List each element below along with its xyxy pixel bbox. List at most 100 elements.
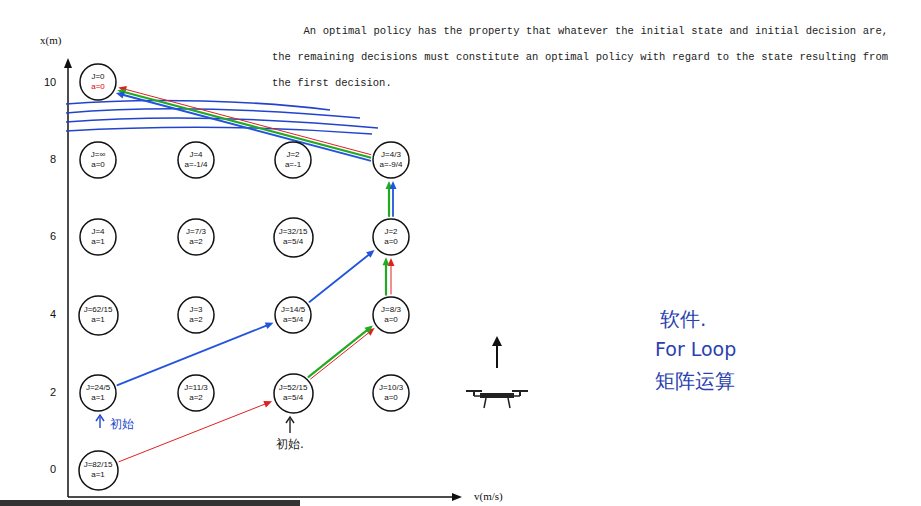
state-node: J=10/3a=0 xyxy=(372,374,410,412)
drone-arm xyxy=(474,395,520,397)
node-outline xyxy=(80,142,116,178)
arrow-line xyxy=(309,254,369,301)
transition-arrow xyxy=(309,250,374,302)
node-outline xyxy=(80,64,116,100)
hand-arrow xyxy=(99,417,100,428)
action-value: a=5/4 xyxy=(283,393,303,403)
cost-value: J=14/5 xyxy=(281,305,305,315)
cost-value: J=10/3 xyxy=(379,383,403,393)
action-value: a=1 xyxy=(91,237,105,247)
action-value: a=2 xyxy=(189,393,203,403)
state-node: J=14/5a=5/4 xyxy=(274,296,312,334)
hand-note: For Loop xyxy=(655,338,736,360)
hand-arrow xyxy=(286,417,294,423)
arrow-line xyxy=(388,188,390,216)
state-node: J=7/3a=2 xyxy=(177,218,215,256)
state-node: J=11/3a=2 xyxy=(177,374,215,412)
action-value: a=1 xyxy=(91,470,105,480)
arrowhead xyxy=(265,323,274,329)
drone-icon xyxy=(466,391,528,408)
node-outline xyxy=(178,297,214,333)
node-outline xyxy=(275,297,311,333)
state-node: J=0a=0 xyxy=(79,63,117,101)
arrowhead xyxy=(383,257,390,265)
transition-arrow xyxy=(383,257,395,294)
arrow-line xyxy=(124,92,370,158)
arrow-line xyxy=(392,188,394,216)
transition-arrow xyxy=(116,86,371,161)
state-node: J=∞a=0 xyxy=(79,141,117,179)
arrowhead xyxy=(390,181,397,189)
node-outline xyxy=(178,219,214,255)
cost-value: J=11/3 xyxy=(184,383,208,393)
axis-title: x(m) xyxy=(40,34,61,46)
cost-value: J=4 xyxy=(189,150,202,160)
node-outline xyxy=(274,218,313,257)
tick-label: 2 xyxy=(50,386,56,398)
node-outline xyxy=(79,296,118,335)
tick-label: 0 xyxy=(50,463,56,475)
arrow-line xyxy=(119,404,266,462)
action-value: a=1 xyxy=(91,315,105,325)
cost-value: J=32/15 xyxy=(279,227,308,237)
state-node: J=8/3a=0 xyxy=(372,296,410,334)
cost-value: J=4/3 xyxy=(381,150,401,160)
cost-value: J=0 xyxy=(91,72,104,82)
cost-value: J=52/15 xyxy=(279,383,308,393)
state-node: J=2a=0 xyxy=(372,218,410,256)
action-value: a=-9/4 xyxy=(380,160,403,170)
action-value: a=0 xyxy=(384,237,398,247)
node-outline xyxy=(274,374,313,413)
cost-value: J=8/3 xyxy=(381,305,401,315)
state-node: J=32/15a=5/4 xyxy=(273,217,314,258)
tick-label: 8 xyxy=(50,153,56,165)
state-node: J=4/3a=-9/4 xyxy=(372,141,410,179)
scribble-line xyxy=(66,118,378,128)
cost-value: J=2 xyxy=(384,227,397,237)
state-node: J=4a=1 xyxy=(79,218,117,256)
tick-label: 4 xyxy=(50,308,56,320)
node-outline xyxy=(373,375,409,411)
transition-arrow xyxy=(309,326,375,379)
state-node: J=62/15a=1 xyxy=(78,295,119,336)
cost-value: J=4 xyxy=(91,227,104,237)
state-node: J=24/5a=1 xyxy=(79,374,117,412)
bottom-bar xyxy=(0,500,300,506)
action-value: a=-1 xyxy=(285,160,301,170)
action-value: a=0 xyxy=(384,315,398,325)
state-node: J=2a=-1 xyxy=(274,141,312,179)
thrust-arrow xyxy=(496,343,498,368)
hand-note: 初始 xyxy=(110,416,134,433)
axis-title: v(m/s) xyxy=(474,490,503,502)
cost-value: J=3 xyxy=(189,305,202,315)
thrust-arrowhead xyxy=(492,336,502,346)
arrow-line xyxy=(391,265,392,294)
node-outline xyxy=(373,297,409,333)
cost-value: J=∞ xyxy=(91,150,105,160)
cost-value: J=7/3 xyxy=(186,227,206,237)
hand-arrow xyxy=(289,419,290,433)
node-outline xyxy=(373,142,409,178)
state-node: J=82/15a=1 xyxy=(78,450,119,491)
drone-leg xyxy=(484,398,486,408)
cost-value: J=82/15 xyxy=(84,460,113,470)
arrow-line xyxy=(123,95,371,161)
arrow-line xyxy=(125,89,371,154)
cost-value: J=2 xyxy=(286,150,299,160)
hand-arrow xyxy=(96,415,104,421)
node-outline xyxy=(178,142,214,178)
action-value: a=2 xyxy=(189,315,203,325)
axis-arrowhead xyxy=(452,493,462,501)
node-outline xyxy=(80,375,116,411)
node-outline xyxy=(275,142,311,178)
action-value: a=0 xyxy=(91,160,105,170)
node-outline xyxy=(373,219,409,255)
arrowhead xyxy=(366,250,374,258)
action-value: a=5/4 xyxy=(283,315,303,325)
scribble-line xyxy=(66,127,372,134)
arrowhead xyxy=(263,401,272,408)
node-outline xyxy=(80,219,116,255)
state-node: J=52/15a=5/4 xyxy=(273,373,314,414)
